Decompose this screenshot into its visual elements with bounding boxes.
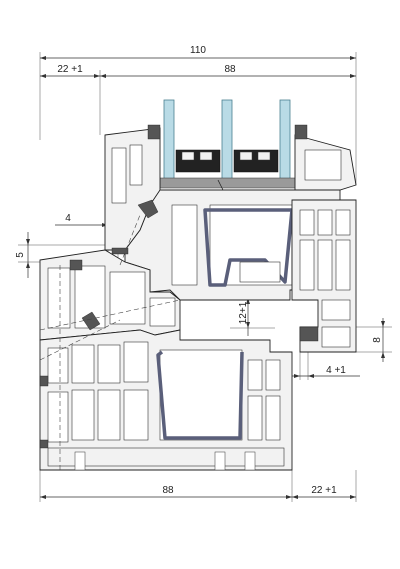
dim-label-overall: 110 xyxy=(190,45,206,56)
glass-pane-1 xyxy=(163,99,175,181)
center-axes xyxy=(39,214,181,470)
frame-left xyxy=(39,249,181,341)
dimension-overall-width: 110 xyxy=(39,45,357,185)
frame-upper xyxy=(104,124,357,255)
dim-label-top-main: 88 xyxy=(224,64,236,75)
lower-center-gasket xyxy=(81,311,101,331)
glazing-bead-seal xyxy=(159,177,297,189)
glass-pane-3 xyxy=(279,99,291,181)
dimension-bottom: 88 22 +1 xyxy=(39,470,357,502)
dim-label-side-right: 8 xyxy=(372,337,383,343)
frame-right xyxy=(291,199,357,353)
dim-label-overlap-left: 5 xyxy=(15,252,26,258)
top-gasket-right xyxy=(294,124,308,140)
right-gasket xyxy=(299,326,319,342)
dim-label-bottom-offset: 22 +1 xyxy=(311,485,337,496)
left-overlap-gasket xyxy=(69,259,83,271)
dim-label-bottom-main: 88 xyxy=(162,485,174,496)
glass-pane-2 xyxy=(221,99,233,181)
top-gasket-left xyxy=(147,124,161,140)
frame-lower xyxy=(39,329,293,471)
center-gasket xyxy=(137,199,159,219)
steel-reinforcement-frame xyxy=(156,350,244,440)
dim-label-rebate-gap: 4 xyxy=(65,213,71,224)
bottom-left-gasket xyxy=(39,375,49,387)
dim-label-top-offset: 22 +1 xyxy=(57,64,83,75)
steel-reinforcement-sash xyxy=(203,208,294,287)
triple-glazing xyxy=(159,99,297,201)
dim-label-sash-inner: 12+1 xyxy=(238,301,249,324)
dim-label-gap-right: 4 +1 xyxy=(326,365,346,376)
overlap-gasket xyxy=(111,247,129,255)
dimension-gap-right: 4 +1 xyxy=(280,352,360,380)
dimension-top-split: 22 +1 88 xyxy=(40,64,356,135)
bottom-left-gasket-2 xyxy=(39,439,49,449)
